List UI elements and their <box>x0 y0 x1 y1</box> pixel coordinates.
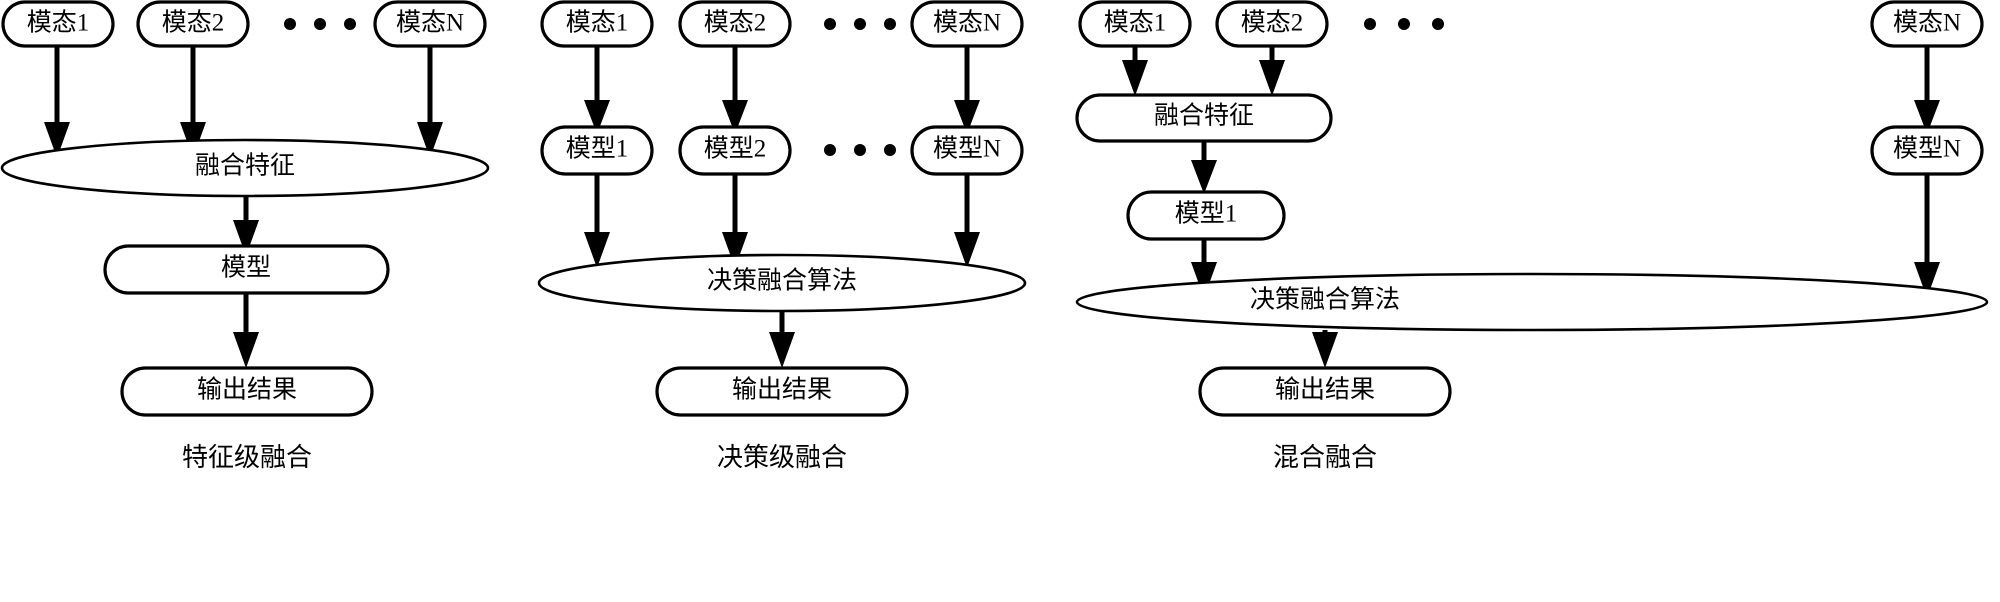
node-output-result-label: 输出结果 <box>1275 376 1375 404</box>
panel-decision-level-fusion: 模态1 模态2 模态N 模型1 模型2 模型 <box>537 0 1027 472</box>
ellipsis-modalities <box>1364 18 1444 30</box>
node-model-n[interactable]: 模型N <box>1870 125 1984 176</box>
node-modality-1-label: 模态1 <box>1104 9 1167 37</box>
node-model-n-label: 模型N <box>933 135 1001 163</box>
node-fused-feature[interactable]: 融合特征 <box>1075 93 1333 143</box>
panel-caption-decision-level-fusion: 决策级融合 <box>717 443 847 472</box>
node-modality-1-label: 模态1 <box>27 9 90 37</box>
panel-caption-hybrid-fusion: 混合融合 <box>1273 443 1377 472</box>
node-model-n-label: 模型N <box>1893 135 1961 163</box>
node-output-result[interactable]: 输出结果 <box>1198 366 1452 417</box>
node-modality-n-label: 模态N <box>1893 9 1961 37</box>
edge-model-to-output-result <box>233 292 259 368</box>
node-decision-fusion-algorithm[interactable]: 决策融合算法 <box>1075 272 1989 332</box>
node-output-result-label: 输出结果 <box>197 376 297 404</box>
panel-hybrid-fusion: 模态1 模态2 模态N 融合特征 模型1 模型N 决策 <box>1075 0 1989 472</box>
node-modality-n[interactable]: 模态N <box>910 0 1024 48</box>
node-fused-feature[interactable]: 融合特征 <box>0 138 490 198</box>
node-decision-fusion-algorithm-label: 决策融合算法 <box>1250 286 1400 314</box>
edge-modelN-to-decision-fusion <box>954 175 980 268</box>
node-modality-n[interactable]: 模态N <box>1870 0 1984 48</box>
edge-modalityN-to-modelN <box>1914 40 1940 134</box>
node-fused-feature-label: 融合特征 <box>195 152 295 180</box>
node-output-result[interactable]: 输出结果 <box>120 366 374 417</box>
node-modality-1[interactable]: 模态1 <box>540 0 654 48</box>
node-model-2[interactable]: 模型2 <box>678 125 792 176</box>
edge-modalityN-to-fused-feature <box>417 40 443 158</box>
node-modality-n-label: 模态N <box>396 9 464 37</box>
node-modality-n[interactable]: 模态N <box>373 0 487 48</box>
ellipsis-modalities <box>824 18 896 30</box>
node-model-n[interactable]: 模型N <box>910 125 1024 176</box>
node-modality-2-label: 模态2 <box>162 9 225 37</box>
node-model-1-label: 模型1 <box>1175 200 1238 228</box>
node-model-1[interactable]: 模型1 <box>540 125 654 176</box>
node-modality-2-label: 模态2 <box>704 9 767 37</box>
node-model-2-label: 模型2 <box>704 135 767 163</box>
node-model-label: 模型 <box>221 254 271 282</box>
panel-feature-level-fusion: 模态1 模态2 模态N 融合特征 模型 输出结果 特征级融合 <box>0 0 490 472</box>
node-model-1-label: 模型1 <box>566 135 629 163</box>
node-model-1[interactable]: 模型1 <box>1126 190 1286 241</box>
edge-modalityN-to-modelN <box>954 40 980 134</box>
node-output-result-label: 输出结果 <box>732 376 832 404</box>
edge-model2-to-decision-fusion <box>722 175 748 268</box>
edge-modality2-to-fused-feature <box>1259 40 1285 96</box>
edge-modality1-to-model1 <box>584 40 610 134</box>
node-model[interactable]: 模型 <box>103 244 390 295</box>
panel-caption-feature-level-fusion: 特征级融合 <box>182 443 312 472</box>
edge-modality1-to-fused-feature <box>44 40 70 158</box>
node-modality-2[interactable]: 模态2 <box>1215 0 1329 48</box>
node-modality-2[interactable]: 模态2 <box>678 0 792 48</box>
node-decision-fusion-algorithm[interactable]: 决策融合算法 <box>537 253 1027 313</box>
edge-model1-to-decision-fusion <box>584 175 610 268</box>
node-modality-2-label: 模态2 <box>1241 9 1304 37</box>
node-modality-2[interactable]: 模态2 <box>136 0 250 48</box>
ellipsis-models <box>824 144 896 156</box>
edge-model1-to-decision-fusion <box>1191 238 1217 298</box>
node-modality-n-label: 模态N <box>933 9 1001 37</box>
edge-decision-fusion-to-output-result <box>1312 330 1338 368</box>
node-decision-fusion-algorithm-label: 决策融合算法 <box>707 267 857 295</box>
edge-modality2-to-model2 <box>722 40 748 134</box>
node-modality-1[interactable]: 模态1 <box>1 0 115 48</box>
node-fused-feature-label: 融合特征 <box>1154 102 1254 130</box>
node-modality-1[interactable]: 模态1 <box>1078 0 1192 48</box>
node-modality-1-label: 模态1 <box>566 9 629 37</box>
edge-modelN-to-decision-fusion <box>1914 175 1940 298</box>
node-output-result[interactable]: 输出结果 <box>655 366 909 417</box>
edge-fused-feature-to-model1 <box>1191 140 1217 194</box>
ellipsis-modalities <box>284 18 356 30</box>
edge-modality1-to-fused-feature <box>1122 40 1148 96</box>
